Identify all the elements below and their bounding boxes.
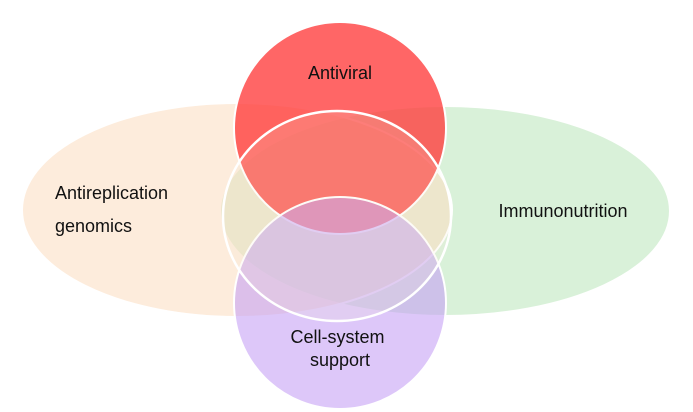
antiviral-label-line-1: Antiviral [308,63,372,83]
cell-system-support-label: Cell-system support [290,327,389,370]
cell-system-support-circle [233,196,447,410]
antiviral-label: Antiviral [308,63,372,83]
cell-system-support-label-line-2: support [310,350,370,370]
cell-system-support-label-line-1: Cell-system [290,327,384,347]
immunonutrition-label-line-1: Immunonutrition [498,201,627,221]
antireplication-genomics-label-line-1: Antireplication [55,183,168,203]
antireplication-genomics-label-line-2: genomics [55,216,132,236]
antireplication-genomics-label: Antireplication genomics [55,183,173,236]
immunonutrition-label: Immunonutrition [498,201,627,221]
center-ellipse-outline [221,109,453,323]
